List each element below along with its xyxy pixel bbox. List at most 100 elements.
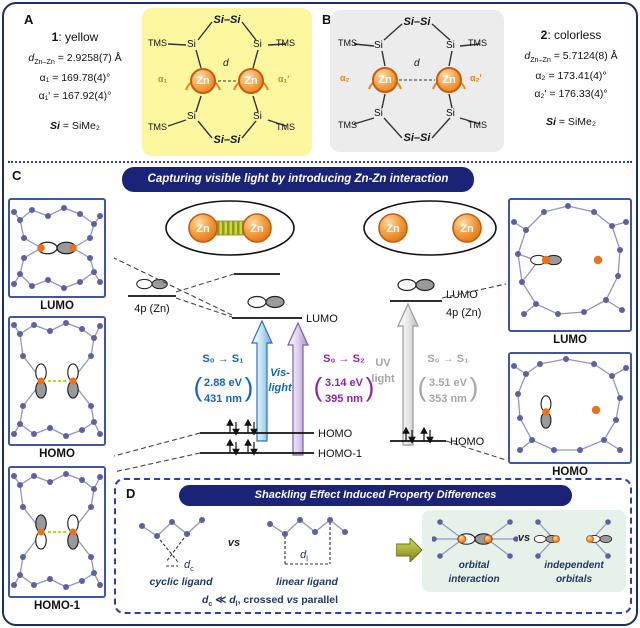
- cyclic-ligand-atoms: [139, 517, 205, 539]
- paren-open: (: [314, 372, 323, 402]
- zn-atom-dot: [541, 255, 551, 265]
- s0-s1-transition: S₀ → S₁: [202, 353, 244, 365]
- tms-label: TMS: [276, 38, 295, 48]
- zn-atom-dot: [542, 408, 550, 416]
- orbital-interaction-caption-1: orbital: [458, 560, 490, 571]
- compound-2-color: : colorless: [547, 28, 602, 42]
- correlation-dash: [441, 283, 507, 299]
- dl-label: dl: [300, 549, 308, 563]
- vs-text: vs: [286, 594, 299, 606]
- zn-atom: Zn: [190, 68, 216, 94]
- si-label: Si: [374, 40, 383, 51]
- compound-2-distance: dZn–Zn = 5.7124(8) Å: [508, 50, 634, 64]
- energy-diagrams: Zn Zn 4p (Zn) LUMO HOMO HOMO-1 S₀ → S₁ (…: [113, 200, 507, 473]
- compound-1-bonds: [167, 21, 287, 139]
- zn-atom-dot: [37, 377, 45, 385]
- homo-box-label-1: HOMO: [39, 448, 75, 460]
- zn-atom-dot: [593, 255, 603, 265]
- linear-ligand-atoms: [267, 517, 348, 537]
- compound-1-distance: dZn–Zn = 2.9258(7) Å: [12, 52, 138, 66]
- compound-2-title: 2: colorless: [508, 28, 634, 42]
- skeleton-atoms: [11, 205, 103, 291]
- zn-label: Zn: [196, 223, 210, 235]
- dc-label: dc: [184, 559, 194, 572]
- homo-1-box-label: HOMO-1: [34, 600, 80, 612]
- orbital-interaction-drawing: [432, 519, 518, 559]
- zn-atom: Zn: [436, 67, 462, 93]
- linear-ligand-bonds: [269, 519, 346, 535]
- paren-open: (: [194, 372, 203, 402]
- panel-c-label: C: [12, 168, 22, 183]
- s1-wavelength: 431 nm: [204, 393, 242, 405]
- panel-a-label: A: [24, 12, 34, 27]
- zn-atom: [188, 213, 218, 243]
- zn-atom: Zn: [372, 67, 398, 93]
- linear-ligand-caption: linear ligand: [276, 576, 338, 588]
- skeleton-bonds: [513, 358, 627, 451]
- ligand-comparison-drawing: dc vs dl: [139, 517, 348, 572]
- alpha1-label: α₁: [158, 74, 168, 84]
- independent-orbitals-caption-2: orbitals: [555, 574, 593, 585]
- si-label: Si: [253, 39, 262, 50]
- zn-atom-dot: [552, 535, 560, 543]
- panel-c-banner: Capturing visible light by introducing Z…: [122, 167, 474, 192]
- d-distance-label: d: [223, 58, 229, 69]
- zn-atom: [378, 213, 408, 243]
- zn-label: Zn: [250, 223, 264, 235]
- bond-lines: [353, 23, 481, 139]
- zn-atom: Zn: [238, 68, 264, 94]
- d-subscript: Zn–Zn: [34, 58, 55, 67]
- dc-sub: c: [208, 600, 213, 609]
- paren-close: ): [366, 372, 375, 402]
- panel-d-label: D: [126, 486, 136, 501]
- alpha2-prime-label: α₂': [470, 73, 482, 83]
- skeleton-atoms: [511, 203, 629, 317]
- 4p-zn-label: 4p (Zn): [134, 303, 169, 315]
- si-symbol: Si: [546, 116, 556, 128]
- dc-symbol: d: [201, 594, 209, 606]
- crossed-text: , crossed: [237, 594, 287, 606]
- zn-atom-dot: [457, 534, 467, 544]
- distance-comparison-caption: dc ≪ dl, crossed vs parallel: [130, 594, 410, 608]
- vs-label: vs: [228, 537, 240, 549]
- independent-orbitals-drawing: [533, 519, 613, 559]
- si-label: Si: [374, 108, 383, 119]
- tms-label: TMS: [338, 120, 357, 130]
- compound-1-number: 1: [51, 30, 59, 44]
- d-value: = 2.9258(7) Å: [54, 52, 122, 64]
- cyclic-ligand-caption: cyclic ligand: [149, 576, 213, 588]
- compound-2-si-definition: Si = SiMe₂: [508, 116, 634, 128]
- implies-arrow: [396, 538, 422, 562]
- skeleton-atoms: [11, 320, 103, 439]
- d-distance-label: d: [414, 58, 420, 69]
- arrow-shape: [396, 538, 422, 562]
- si-si-bottom-label: Si–Si: [213, 134, 241, 146]
- alpha1-prime-label: α₁': [278, 74, 290, 84]
- tms-label: TMS: [148, 38, 167, 48]
- compound-1-title: 1: yellow: [12, 30, 138, 44]
- d-symbol: d: [28, 52, 35, 64]
- s0-s1-transition-gray: S₀ → S₁: [427, 353, 469, 365]
- crossed-dash: [165, 533, 188, 563]
- si-si-top-label: Si–Si: [403, 16, 431, 28]
- dl-sub: l: [235, 600, 238, 609]
- compound-2-number: 2: [540, 28, 548, 42]
- energy-diagram-compound1: Zn Zn 4p (Zn) LUMO HOMO HOMO-1 S₀ → S₁ (…: [113, 200, 375, 473]
- zn-atom-dot: [586, 535, 594, 543]
- panel-d-banner: Shackling Effect Induced Property Differ…: [179, 485, 572, 506]
- zn-atom-dot: [69, 377, 77, 385]
- compound-1-color: : yellow: [58, 30, 99, 44]
- lumo-label: LUMO: [306, 313, 338, 325]
- skeleton-atoms: [11, 471, 103, 590]
- compound-2-alpha2-prime: α₂' = 176.33(4)°: [534, 88, 608, 100]
- s1-energy-gray: 3.51 eV: [429, 377, 468, 389]
- correlation-dash: [445, 440, 507, 461]
- zn-atom-dot: [69, 528, 77, 536]
- uv-light-arrow: [397, 302, 419, 446]
- skeleton-bonds: [434, 521, 516, 557]
- compound-1-si-definition: Si = SiMe₂: [12, 120, 138, 132]
- zn-label: Zn: [460, 223, 474, 235]
- homo-1-orbital-drawing: [11, 471, 103, 590]
- d-subscript: Zn–Zn: [530, 56, 551, 65]
- si-label: Si: [187, 111, 196, 122]
